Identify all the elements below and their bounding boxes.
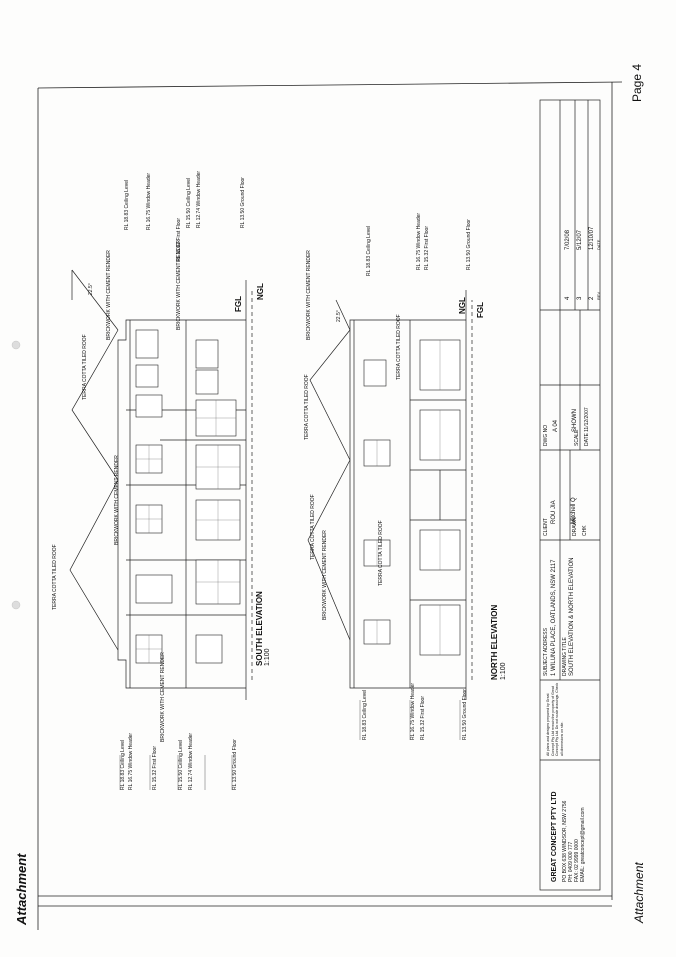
south-level-right-5: RL 12.74 Window Header [196, 170, 202, 228]
client-label: CLIENT [543, 518, 549, 536]
south-roof-right [71, 329, 119, 481]
north-roof-right [309, 329, 351, 461]
south-ngl-label: NGL [256, 283, 265, 300]
north-pitch-label: 22.5° [336, 310, 342, 322]
north-brick-left-label: BRICKWORK WITH CEMENT RENDER [322, 530, 328, 620]
revision-rev-3: 2 [589, 296, 595, 300]
drawing-title: SOUTH ELEVATION & NORTH ELEVATION [569, 557, 575, 676]
north-roof-c-label: TERRA COTTA TILED ROOF [304, 374, 310, 440]
revision-date-2: 5/12/07 [577, 229, 583, 250]
north-fgl-label: FGL [476, 302, 485, 318]
south-window-12 [195, 369, 219, 395]
north-wall-outline [349, 319, 466, 689]
attachment-footer: Attachment [632, 862, 646, 923]
revision-rev-1: 4 [565, 296, 571, 300]
south-pitch-label: 22.5° [88, 283, 94, 295]
north-elevation-title: NORTH ELEVATION [490, 604, 499, 680]
south-roof-right-label: TERRA COTTA TILED ROOF [82, 334, 88, 400]
sheet-frame [37, 81, 623, 930]
south-windows [135, 329, 241, 664]
south-roof-left [69, 479, 119, 651]
punch-holes [11, 340, 21, 610]
north-ngl-label: NGL [458, 297, 467, 314]
revision-date-header: DATE [596, 239, 601, 250]
north-window-4 [363, 359, 387, 387]
south-window-8 [195, 634, 223, 664]
south-level-left-1: RL 18.83 Ceiling Level [120, 739, 126, 790]
south-level-right-2: RL 16.75 Window Header [146, 172, 152, 230]
north-roof-left [307, 459, 351, 641]
south-window-5 [135, 394, 163, 418]
south-level-left-6: RL 13.50 Ground Floor [232, 739, 238, 790]
north-elevation-scale: 1:100 [500, 662, 507, 680]
south-window-mullions [136, 400, 240, 663]
south-brick-mid-label: BRICKWORK WITH CEMENT RENDER [114, 455, 120, 545]
north-level-right-4: RL 13.50 Ground Floor [466, 219, 472, 270]
south-window-6 [135, 364, 159, 388]
date-value: 11/12/2007 [584, 407, 590, 432]
project-address-label: SUBJECT ADDRESS [543, 628, 549, 676]
dwg-label: DWG NO [543, 424, 549, 446]
drawing-title-label: DRAWING TITLE [562, 637, 568, 676]
north-brick-right-label: BRICKWORK WITH CEMENT RENDER [306, 250, 312, 340]
north-level-left-2: RL 16.75 Window Header [410, 682, 416, 740]
revision-rev-header: REV [596, 291, 601, 300]
client-name: ROU JIA [551, 500, 557, 524]
south-level-right-4: RL 15.50 Ceiling Level [186, 177, 192, 228]
north-level-left-3: RL 15.32 First Floor [420, 696, 426, 740]
north-roof-b-label: TERRA COTTA TILED ROOF [378, 520, 384, 586]
date-label: DATE [584, 433, 590, 446]
chk-label: CHK [582, 525, 588, 536]
south-elevation-scale: 1:100 [264, 648, 271, 666]
revision-date-3: 12/10/07 [589, 226, 595, 250]
north-elevation-drawing [307, 290, 473, 700]
north-level-right-1: RL 18.83 Ceiling Level [366, 225, 372, 276]
south-level-right-3: RL 15.32 First Floor [176, 218, 182, 262]
scale-label: SCALE [574, 429, 580, 446]
attachment-label: Attachment [14, 853, 29, 925]
south-level-left-3: RL 15.32 First Floor [152, 746, 158, 790]
page-number: Page 4 [630, 63, 644, 102]
level-markers [119, 700, 461, 790]
south-brick-top-label: BRICKWORK WITH CEMENT RENDER [106, 250, 112, 340]
south-level-right-6: RL 13.50 Ground Floor [240, 177, 246, 228]
copyright-notice: All plans and designs prepared by Great … [546, 682, 564, 756]
north-windows [363, 339, 461, 656]
south-elevation-title: SOUTH ELEVATION [255, 591, 264, 666]
north-level-left-1: RL 18.83 Ceiling Level [362, 689, 368, 740]
south-level-left-4: RL 15.50 Ceiling Level [178, 739, 184, 790]
south-fgl-label: FGL [234, 296, 243, 312]
title-block [539, 99, 601, 891]
drawn-by: Mitchell Q [571, 497, 577, 524]
south-window-2 [135, 574, 173, 604]
south-window-7 [135, 329, 159, 359]
company-email: EMAIL: greatconcept@gmail.com [580, 807, 586, 882]
north-roof-a-label: TERRA COTTA TILED ROOF [310, 494, 316, 560]
north-window-mullions [376, 340, 441, 655]
scale-value: SHOWN [572, 409, 578, 432]
south-roof-left-label: TERRA COTTA TILED ROOF [52, 544, 58, 610]
south-wall-outline [117, 319, 246, 689]
title-block-box [539, 99, 601, 891]
south-level-left-5: RL 12.74 Window Header [188, 732, 194, 790]
project-address: 1 WILUNA PLACE, OATLANDS, NSW 2117 [551, 559, 557, 676]
revision-date-1: 7/02/08 [565, 229, 571, 250]
revision-rev-2: 3 [577, 296, 583, 300]
north-roof-d-label: TERRA COTTA TILED ROOF [396, 314, 402, 380]
south-level-right-1: RL 18.83 Ceiling Level [124, 179, 130, 230]
south-brick-side-label: BRICKWORK WITH CEMENT RENDER [160, 652, 166, 742]
north-level-left-4: RL 13.50 Ground Floor [462, 689, 468, 740]
north-level-right-3: RL 15.32 First Floor [424, 226, 430, 270]
south-level-left-2: RL 16.75 Window Header [128, 732, 134, 790]
company-name: GREAT CONCEPT PTY LTD [551, 791, 558, 882]
north-level-right-2: RL 16.75 Window Header [416, 212, 422, 270]
frame-top-line [37, 81, 623, 89]
south-window-11 [195, 339, 219, 369]
dwg-number: A 04 [553, 419, 559, 432]
